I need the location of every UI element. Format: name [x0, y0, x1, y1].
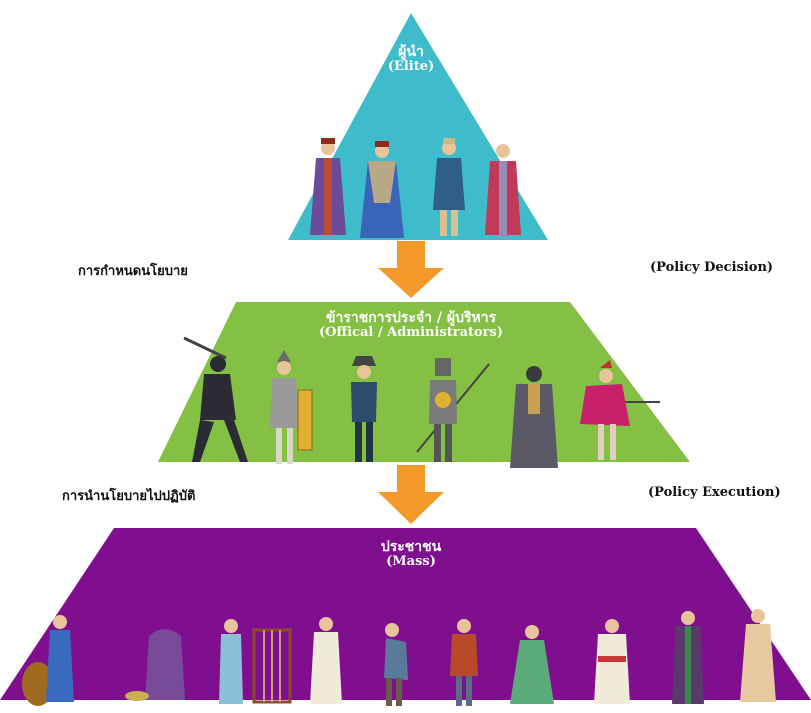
mass-label-english: (Mass): [386, 554, 436, 570]
knight-figure-icon: [183, 336, 248, 462]
elite-label-english: (Elite): [387, 59, 435, 75]
elite-label: ผู้นำ (Elite): [361, 44, 461, 75]
soldier-figure-icon: [270, 350, 313, 464]
person-figure-icon: [219, 619, 243, 704]
policy-decision-label-thai: การกำหนดนโยบาย: [78, 264, 188, 279]
loom-icon: [252, 628, 292, 704]
arrow-down-icon: [378, 241, 444, 298]
person-figure-icon: [125, 629, 185, 701]
person-figure-icon: [384, 623, 408, 706]
officials-label: ข้าราชการประจำ / ผู้บริหาร (Offical / Ad…: [261, 310, 561, 341]
person-figure-icon: [433, 138, 465, 236]
policy-execution-label-thai: การนำนโยบายไปปฏิบัติ: [62, 489, 196, 504]
person-figure-icon: [310, 617, 342, 704]
policy-decision-label-english: (Policy Decision): [650, 260, 774, 275]
elite-tier: [288, 13, 548, 240]
cavalier-figure-icon: [580, 360, 660, 460]
person-figure-icon: [594, 619, 630, 704]
person-figure-icon: [672, 611, 704, 704]
official-figures: [183, 336, 660, 468]
officials-label-thai: ข้าราชการประจำ / ผู้บริหาร: [325, 310, 497, 326]
person-figure-icon: [310, 138, 346, 235]
mass-figures: [22, 609, 776, 706]
elite-figures: [310, 138, 521, 238]
guard-figure-icon: [351, 356, 377, 462]
person-figure-icon: [485, 144, 521, 235]
person-figure-icon: [510, 625, 554, 704]
person-figure-icon: [22, 615, 74, 706]
officials-label-english: (Offical / Administrators): [318, 325, 503, 341]
person-figure-icon: [450, 619, 478, 706]
cloaked-figure-icon: [510, 366, 558, 468]
mass-label: ประชาชน (Mass): [331, 539, 491, 570]
person-figure-icon: [740, 609, 776, 702]
arrow-down-icon: [378, 465, 444, 524]
mass-label-thai: ประชาชน: [380, 539, 442, 555]
policy-execution-label-english: (Policy Execution): [648, 485, 781, 500]
person-figure-icon: [360, 141, 404, 238]
elite-label-thai: ผู้นำ: [398, 44, 424, 60]
crusader-figure-icon: [416, 358, 490, 462]
